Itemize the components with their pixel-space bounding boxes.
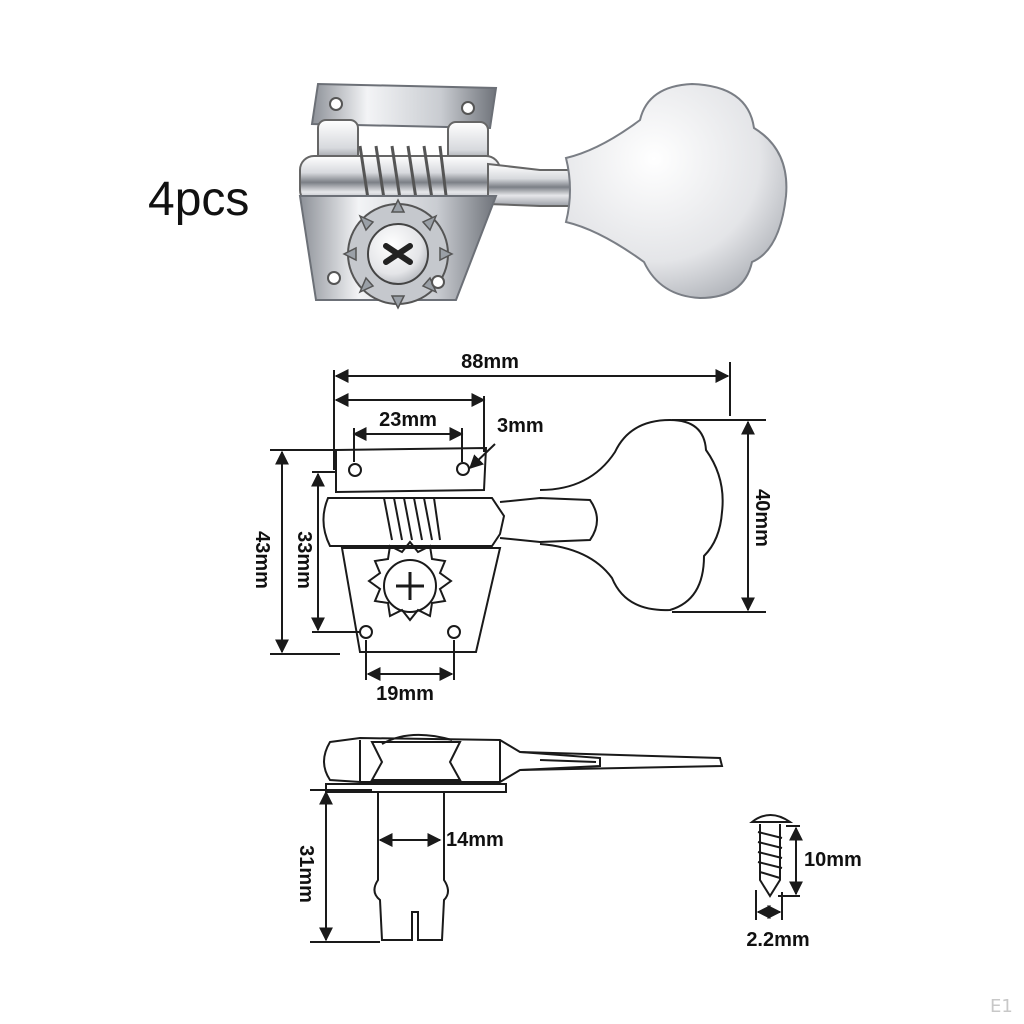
side-view <box>323 733 724 941</box>
front-bottom-plate <box>340 547 502 653</box>
front-hole <box>359 625 373 639</box>
quantity-label: 4pcs <box>148 173 250 226</box>
dim-post-length: 31mm <box>295 845 317 903</box>
side-shaft <box>323 736 724 783</box>
dim-hole-diameter: 3mm <box>497 415 544 437</box>
front-worm-thread <box>383 497 441 541</box>
photo-screw-hole <box>431 275 445 289</box>
front-worm-housing <box>322 497 506 547</box>
photo-gear <box>342 198 454 310</box>
dim-key-height: 40mm <box>751 489 773 547</box>
dim-hole-spacing-bottom: 19mm <box>376 683 434 705</box>
front-hole <box>456 462 470 476</box>
photo-clover-key <box>564 82 788 300</box>
side-post <box>373 792 449 941</box>
dim-plate-inner-height: 33mm <box>293 531 315 589</box>
front-view <box>322 418 724 653</box>
dim-hole-spacing-top: 23mm <box>379 409 437 431</box>
dimension-lines <box>270 362 766 681</box>
front-hole <box>348 463 362 477</box>
photo-screw-hole <box>461 101 475 115</box>
dim-post-diameter: 14mm <box>446 829 504 851</box>
front-gear <box>367 540 453 622</box>
photo-top-plate <box>310 82 498 130</box>
front-clover-key <box>539 418 724 612</box>
photo-screw-hole <box>329 97 343 111</box>
photo-screw-hole <box>327 271 341 285</box>
front-top-plate <box>335 446 488 494</box>
dim-screw-length: 10mm <box>804 849 862 871</box>
watermark: E1 <box>990 996 1013 1017</box>
dim-overall-length: 88mm <box>461 351 519 373</box>
dim-screw-diameter: 2.2mm <box>746 929 809 951</box>
front-stem <box>499 496 598 544</box>
side-dimension-lines <box>310 789 442 943</box>
screw-drawing <box>749 814 803 920</box>
front-hole <box>447 625 461 639</box>
dim-plate-height: 43mm <box>251 531 273 589</box>
